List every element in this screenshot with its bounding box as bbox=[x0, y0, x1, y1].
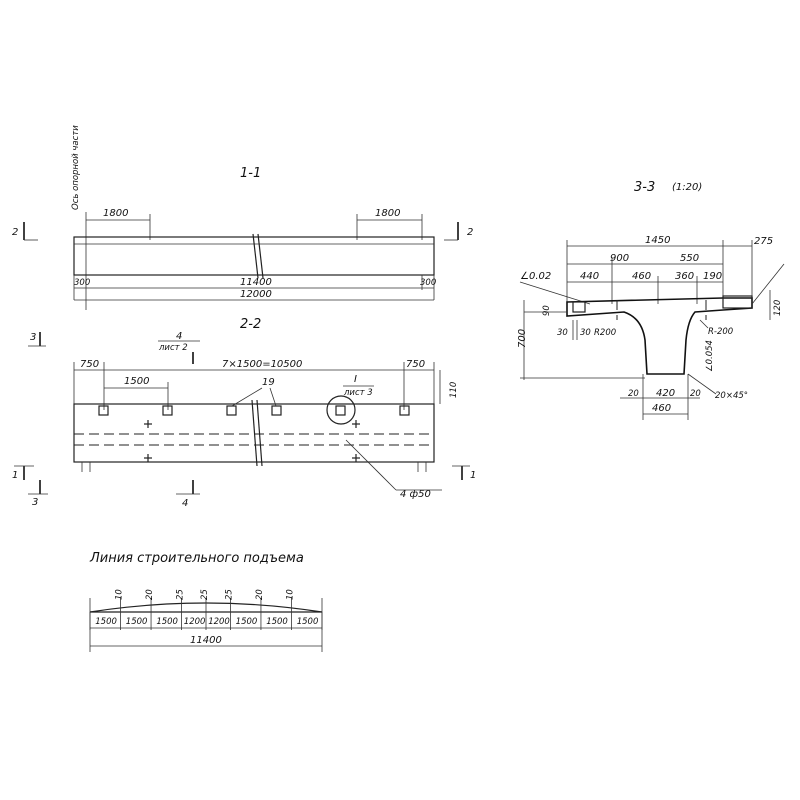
dim-360: 360 bbox=[675, 271, 694, 282]
section-3-3-scale: (1:20) bbox=[672, 182, 702, 193]
section-2-2: 2-2 4 лист 2 3 750 750 7×1500=10500 1500 bbox=[12, 317, 476, 509]
section-2-2-title: 2-2 bbox=[240, 317, 261, 332]
camber-segment-label: 1500 bbox=[95, 617, 117, 627]
cut-1-left: 1 bbox=[12, 470, 18, 481]
lifting-hole bbox=[352, 420, 360, 428]
plate bbox=[271, 405, 282, 416]
dim-20b: 20 bbox=[690, 389, 701, 399]
chamfer-label: 20×45° bbox=[715, 391, 748, 401]
r200-left: R200 bbox=[594, 328, 616, 338]
beam-cross-section bbox=[566, 297, 753, 375]
flange-plate bbox=[722, 295, 753, 309]
dim-190: 190 bbox=[703, 271, 722, 282]
camber-diagram: Линия строительного подъема 1500 1500 1500… bbox=[89, 551, 323, 652]
section-3-3: 3-3 (1:20) 1450 275 900 550 440 460 360 … bbox=[517, 180, 785, 420]
ref-sheet: лист 2 bbox=[158, 343, 188, 353]
dim-1500: 1500 bbox=[124, 376, 149, 387]
section-1-1-title: 1-1 bbox=[240, 166, 261, 181]
r200-right: R-200 bbox=[708, 327, 733, 337]
lifting-hole bbox=[144, 420, 152, 428]
lifting-hole bbox=[144, 454, 152, 462]
plate bbox=[162, 405, 173, 416]
dim-1800-left: 1800 bbox=[103, 208, 128, 219]
beam-plan bbox=[73, 403, 435, 463]
camber-ordinate-label: 20 bbox=[145, 589, 155, 600]
cut-2-left: 2 bbox=[12, 227, 18, 238]
dim-1450: 1450 bbox=[645, 235, 670, 246]
support-axis-label: Ось опорной части bbox=[71, 125, 81, 210]
detail-number: I bbox=[354, 374, 357, 385]
cut-3-bottom: 3 bbox=[32, 497, 38, 508]
plate bbox=[335, 405, 346, 416]
dim-30b: 30 bbox=[580, 328, 591, 338]
dim-1800-right: 1800 bbox=[375, 208, 400, 219]
camber-segment-label: 1200 bbox=[184, 617, 206, 627]
camber-segment-label: 1500 bbox=[236, 617, 258, 627]
camber-ordinate-label: 25 bbox=[200, 589, 210, 600]
cut-1-right: 1 bbox=[470, 470, 476, 481]
camber-ordinate-label: 20 bbox=[255, 589, 265, 600]
camber-ordinate-label: 10 bbox=[285, 589, 295, 600]
dim-275: 275 bbox=[754, 236, 773, 247]
dim-110: 110 bbox=[449, 382, 459, 398]
dim-700: 700 bbox=[517, 329, 528, 348]
plate bbox=[226, 405, 237, 416]
slope-web: ∠0.054 bbox=[705, 340, 715, 372]
dim-12000: 12000 bbox=[240, 289, 272, 300]
cut-2-right: 2 bbox=[467, 227, 473, 238]
camber-segment-label: 1500 bbox=[126, 617, 148, 627]
dim-30a: 30 bbox=[557, 328, 568, 338]
plate bbox=[98, 405, 109, 416]
detail-sheet: лист 3 bbox=[343, 388, 373, 398]
detail-circle bbox=[326, 395, 356, 425]
camber-ordinate-label: 25 bbox=[176, 589, 186, 600]
cut-4-bottom: 4 bbox=[182, 498, 188, 509]
camber-ordinate-label: 10 bbox=[115, 589, 125, 600]
dim-460a: 460 bbox=[632, 271, 651, 282]
camber-segment-label: 1500 bbox=[297, 617, 319, 627]
part-19-label: 19 bbox=[262, 377, 275, 388]
dim-20a: 20 bbox=[628, 389, 639, 399]
dim-90: 90 bbox=[542, 305, 552, 316]
cut-3-top: 3 bbox=[30, 332, 36, 343]
dim-440: 440 bbox=[580, 271, 599, 282]
lifting-hole bbox=[352, 454, 360, 462]
dim-550: 550 bbox=[680, 253, 699, 264]
camber-total: 11400 bbox=[190, 635, 222, 646]
dim-300-right: 300 bbox=[420, 278, 436, 288]
dim-420: 420 bbox=[656, 388, 675, 399]
section-1-1: 1-1 Ось опорной части 1800 1800 300 300 … bbox=[12, 125, 473, 310]
section-3-3-title: 3-3 bbox=[634, 180, 655, 195]
dim-900: 900 bbox=[610, 253, 629, 264]
camber-title: Линия строительного подъема bbox=[89, 551, 304, 566]
camber-ordinate-label: 25 bbox=[224, 589, 234, 600]
slope-left: ∠0.02 bbox=[520, 271, 551, 282]
holes-label: 4 ф50 bbox=[400, 489, 431, 500]
dim-300-left: 300 bbox=[74, 278, 90, 288]
dim-460b: 460 bbox=[652, 403, 671, 414]
camber-segment-label: 1500 bbox=[156, 617, 178, 627]
camber-segment-label: 1200 bbox=[208, 617, 230, 627]
dim-11400: 11400 bbox=[240, 277, 272, 288]
dim-pitch-total: 7×1500=10500 bbox=[222, 359, 302, 370]
beam-elevation bbox=[73, 236, 435, 276]
ref-number: 4 bbox=[176, 331, 182, 342]
dim-750-right: 750 bbox=[406, 359, 425, 370]
plate bbox=[399, 405, 410, 416]
dim-750-left: 750 bbox=[80, 359, 99, 370]
camber-segment-label: 1500 bbox=[266, 617, 288, 627]
flange-plate bbox=[572, 301, 586, 313]
dim-120: 120 bbox=[773, 300, 783, 316]
